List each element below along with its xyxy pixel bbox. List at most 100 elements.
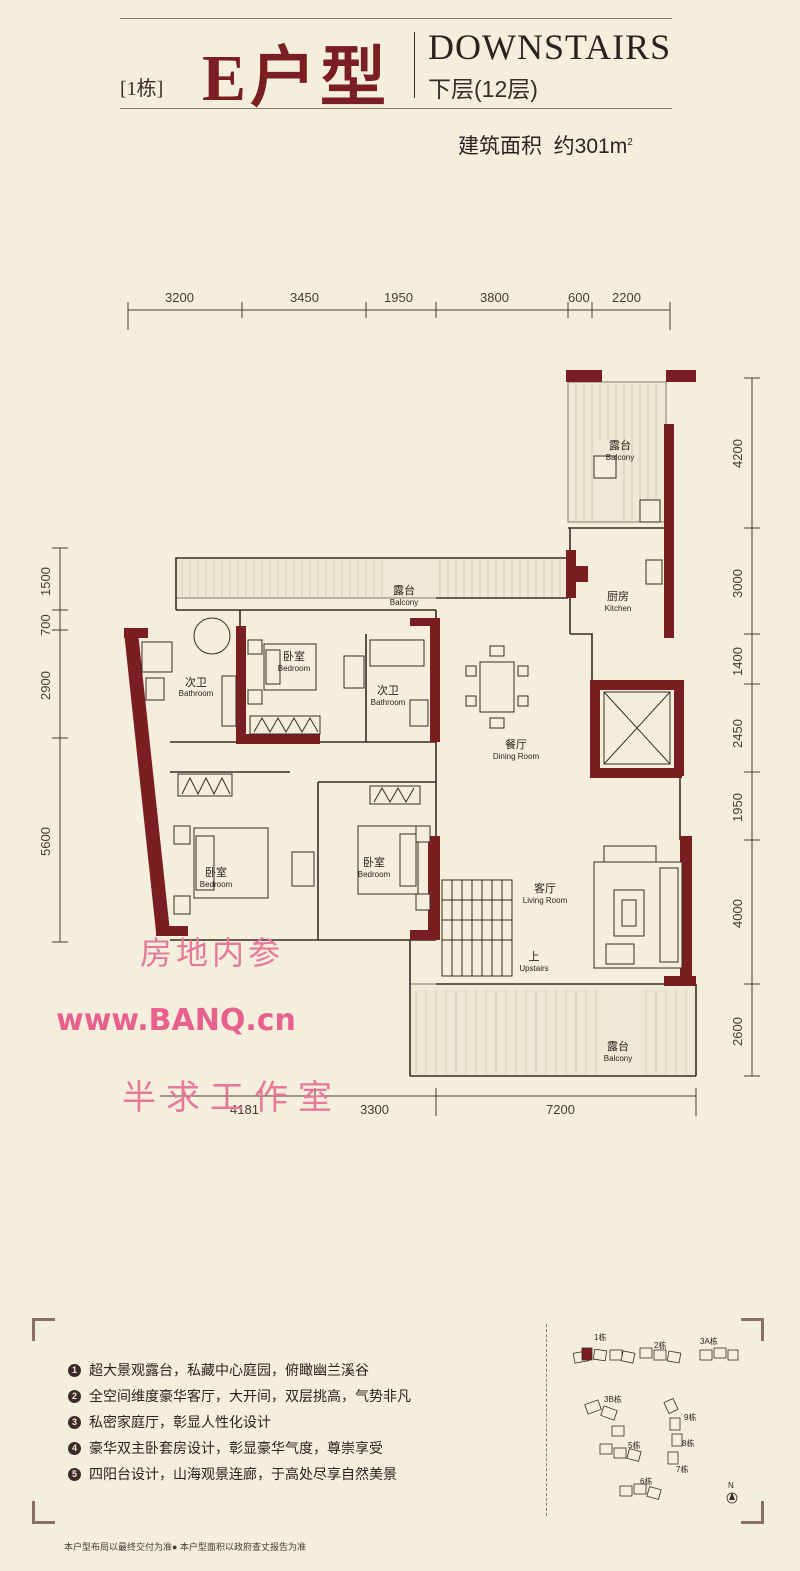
- bath-left-en: Bathroom: [179, 689, 214, 698]
- corner-bl: [32, 1501, 55, 1524]
- beds: [173, 639, 431, 915]
- feature-text: 四阳台设计，山海观景连廊，于高处尽享自然美景: [89, 1466, 397, 1482]
- feature-num-icon: 5: [68, 1467, 81, 1481]
- bedroom-mid-en: Bedroom: [358, 870, 391, 879]
- dim-right-1: 4200: [730, 439, 745, 468]
- site-label-5: 5栋: [628, 1440, 640, 1450]
- site-label-8: 8栋: [682, 1438, 694, 1448]
- dining-en: Dining Room: [493, 752, 540, 761]
- area-superscript: 2: [627, 137, 633, 148]
- upstairs-label: 上: [529, 950, 540, 963]
- void-shaft: [603, 691, 671, 765]
- area-info: 建筑面积 约301m2: [458, 130, 633, 160]
- feature-num-icon: 1: [68, 1363, 81, 1377]
- balcony-bottom-label: 露台: [607, 1039, 629, 1053]
- dining-table: [465, 645, 529, 729]
- balcony-top-label: 露台: [393, 583, 415, 597]
- balcony-tr-en: Balcony: [606, 453, 634, 462]
- dim-right-4: 2450: [730, 719, 745, 748]
- dim-top-4: 3800: [480, 290, 509, 305]
- dining-label: 餐厅: [505, 737, 527, 751]
- site-label-3b: 3B栋: [604, 1394, 622, 1404]
- dim-top-3: 1950: [384, 290, 413, 305]
- dim-right-3: 1400: [730, 647, 745, 676]
- footer-disclaimer: 本户型布局以最终交付为准● 本户型面积以政府查丈报告为准: [64, 1542, 306, 1552]
- dim-top-2: 3450: [290, 290, 319, 305]
- feature-text: 私密家庭厅，彰显人性化设计: [89, 1414, 271, 1430]
- living-label: 客厅: [534, 881, 556, 895]
- living-en: Living Room: [523, 896, 568, 905]
- area-value: 约301m: [553, 135, 628, 158]
- bath-mid-en: Bathroom: [371, 698, 406, 707]
- feature-text: 全空间维度豪华客厅，大开间，双层挑高，气势非凡: [89, 1388, 411, 1404]
- dim-right-7: 2600: [730, 1017, 745, 1046]
- site-label-3a: 3A栋: [700, 1336, 718, 1346]
- site-label-6: 6栋: [640, 1476, 652, 1486]
- floor-plan: 3200 3450 1950 3800 600 2200 4181 3300 7…: [38, 290, 760, 1117]
- balcony-hatch-lines: [181, 384, 687, 1074]
- unit-type-title: E户型: [202, 42, 391, 115]
- site-label-1: 1栋: [594, 1332, 606, 1342]
- dim-top-6: 2200: [612, 290, 641, 305]
- balcony-bottom-en: Balcony: [604, 1054, 632, 1063]
- dim-left-4: 5600: [38, 827, 53, 856]
- dim-right-5: 1950: [730, 793, 745, 822]
- watermark-line1: 房地内参: [140, 934, 285, 972]
- kitchen-label: 厨房: [607, 590, 629, 603]
- bedroom-left-label: 卧室: [205, 865, 227, 879]
- dim-bottom-3: 7200: [546, 1102, 575, 1117]
- balcony-tr-label: 露台: [609, 438, 631, 452]
- dim-right-6: 4000: [730, 899, 745, 928]
- building-label: [1栋]: [120, 78, 164, 100]
- bottom-dimension-line: [160, 1088, 697, 1116]
- dim-left-1: 1500: [38, 567, 53, 596]
- site-label-9: 9栋: [684, 1412, 696, 1422]
- dim-left-3: 2900: [38, 671, 53, 700]
- watermark-url: www.BANQ.cn: [56, 1003, 296, 1038]
- site-buildings: [572, 1347, 739, 1500]
- watermark-line3: 半求工作室: [122, 1078, 342, 1118]
- dim-right-2: 3000: [730, 569, 745, 598]
- site-plan: 1栋 2栋 3A栋 3B栋 5栋 6栋 7栋 8栋 9栋 N: [572, 1332, 739, 1504]
- balcony-top-en: Balcony: [390, 598, 418, 607]
- wardrobes: [177, 715, 421, 805]
- feature-item-4: 4 豪华双主卧套房设计，彰显豪华气度，尊崇享受: [68, 1438, 383, 1458]
- upstairs-en: Upstairs: [519, 964, 548, 973]
- left-dimension-line: [52, 547, 68, 943]
- feature-num-icon: 4: [68, 1441, 81, 1455]
- site-label-2: 2栋: [654, 1340, 666, 1350]
- right-dimension-line: [744, 377, 760, 1077]
- dim-top-5: 600: [568, 290, 590, 305]
- floor-label: 下层(12层): [428, 76, 538, 102]
- dim-top-1: 3200: [165, 290, 194, 305]
- feature-text: 豪华双主卧套房设计，彰显豪华气度，尊崇享受: [89, 1440, 383, 1456]
- corner-br: [741, 1501, 764, 1524]
- north-arrow-icon: [726, 1492, 738, 1504]
- corner-tl: [32, 1318, 55, 1341]
- top-dimension-line: [127, 302, 671, 330]
- site-label-7: 7栋: [676, 1464, 688, 1474]
- bath-left-label: 次卫: [185, 675, 207, 689]
- north-label: N: [728, 1481, 734, 1490]
- bedroom-top-label: 卧室: [283, 649, 305, 663]
- feature-text: 超大景观露台，私藏中心庭园，俯瞰幽兰溪谷: [89, 1362, 369, 1378]
- features-box: [32, 1318, 764, 1524]
- feature-item-2: 2 全空间维度豪华客厅，大开间，双层挑高，气势非凡: [68, 1386, 411, 1406]
- kitchen-en: Kitchen: [605, 604, 632, 613]
- bedroom-top-en: Bedroom: [278, 664, 311, 673]
- header-top-rule: [120, 18, 672, 19]
- title-divider: [414, 32, 415, 98]
- downstairs-title: DOWNSTAIRS: [428, 27, 672, 67]
- bath-mid-label: 次卫: [377, 683, 399, 697]
- feature-num-icon: 2: [68, 1389, 81, 1403]
- feature-item-1: 1 超大景观露台，私藏中心庭园，俯瞰幽兰溪谷: [68, 1360, 369, 1380]
- feature-item-3: 3 私密家庭厅，彰显人性化设计: [68, 1412, 271, 1432]
- dim-bottom-1: 4181: [230, 1102, 259, 1117]
- feature-item-5: 5 四阳台设计，山海观景连廊，于高处尽享自然美景: [68, 1464, 397, 1484]
- corner-tr: [741, 1318, 764, 1341]
- exterior-walls: [124, 370, 696, 986]
- staircase: [441, 879, 513, 977]
- feature-num-icon: 3: [68, 1415, 81, 1429]
- features-divider: [546, 1324, 547, 1516]
- sofa-set: [593, 845, 683, 969]
